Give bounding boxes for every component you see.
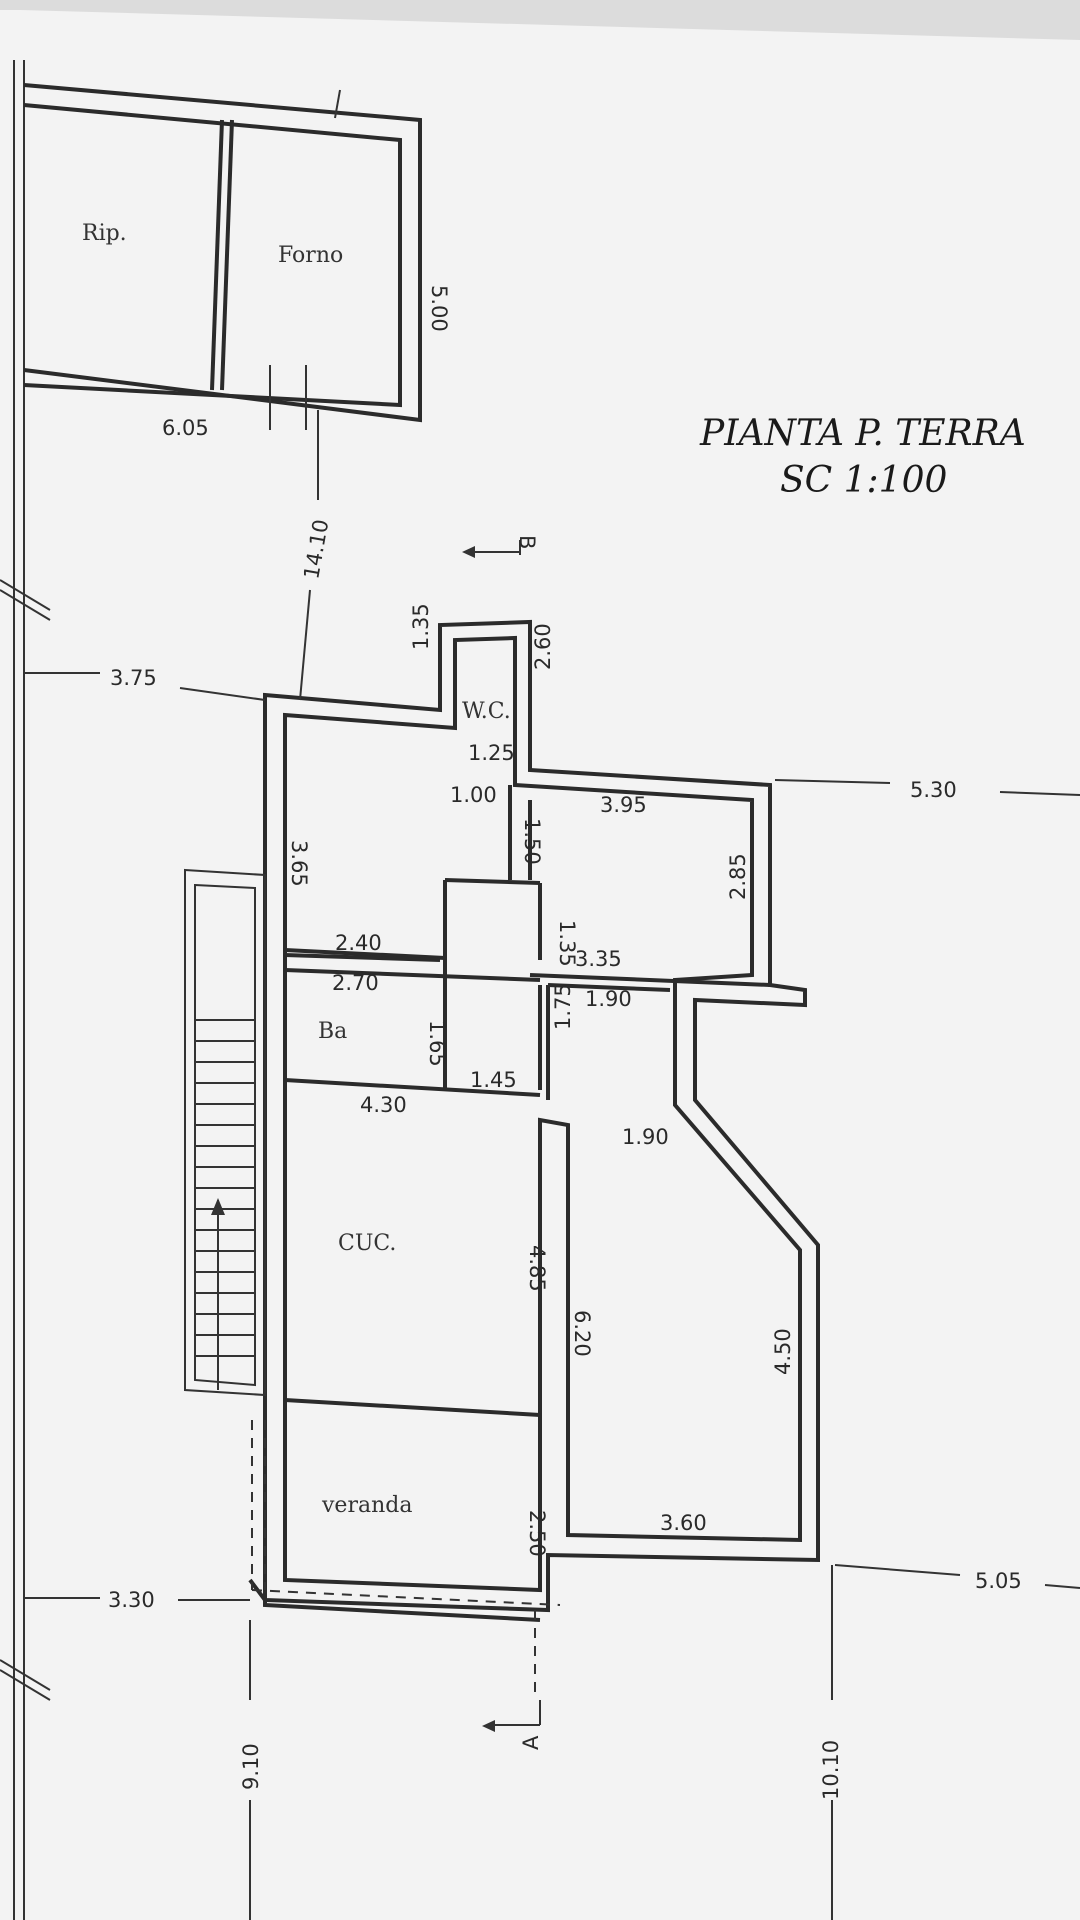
staircase bbox=[184, 868, 266, 1397]
dim-3-65: 3.65 bbox=[287, 840, 311, 887]
dim-2-40: 2.40 bbox=[335, 931, 382, 955]
break-mark bbox=[0, 1669, 51, 1701]
dim-3-60: 3.60 bbox=[660, 1511, 707, 1535]
dim-1-35: 1.35 bbox=[409, 603, 433, 650]
dim-4-50: 4.50 bbox=[771, 1328, 795, 1375]
break-mark bbox=[0, 589, 51, 621]
break-mark bbox=[0, 1659, 51, 1691]
dim-1-75: 1.75 bbox=[551, 983, 575, 1030]
dim-3-95: 3.95 bbox=[600, 793, 647, 817]
veranda-walls bbox=[248, 540, 561, 1732]
room-label-forno: Forno bbox=[278, 243, 343, 268]
dim-2-60: 2.60 bbox=[531, 623, 555, 670]
dim-5-05: 5.05 bbox=[975, 1569, 1022, 1593]
dim-1-35-b: 1.35 bbox=[555, 920, 579, 967]
dim-1-45: 1.45 bbox=[470, 1068, 517, 1092]
dim-3-30: 3.30 bbox=[108, 1588, 155, 1612]
main-building-walls bbox=[263, 619, 820, 1613]
dim-1-65: 1.65 bbox=[425, 1020, 449, 1067]
dim-2-50: 2.50 bbox=[525, 1510, 549, 1557]
section-mark-b: B bbox=[515, 535, 539, 549]
dim-4-85: 4.85 bbox=[525, 1245, 549, 1292]
dim-1-50: 1.50 bbox=[520, 818, 544, 865]
dim-6-05: 6.05 bbox=[162, 416, 209, 440]
dim-2-70: 2.70 bbox=[332, 971, 379, 995]
dim-9-10: 9.10 bbox=[239, 1743, 263, 1790]
room-label-wc: W.C. bbox=[462, 699, 511, 724]
dim-3-75: 3.75 bbox=[110, 666, 157, 690]
plan-title-line2: SC 1:100 bbox=[780, 460, 947, 501]
room-label-bagno: Ba bbox=[318, 1019, 347, 1044]
room-label-veranda: veranda bbox=[321, 1493, 412, 1518]
paper-sheet bbox=[0, 10, 1080, 1920]
outbuilding bbox=[23, 83, 422, 430]
room-label-cucina: CUC. bbox=[338, 1231, 396, 1256]
dim-1-90-b: 1.90 bbox=[622, 1125, 669, 1149]
dim-6-20: 6.20 bbox=[570, 1310, 594, 1357]
dim-3-35: 3.35 bbox=[575, 947, 622, 971]
dim-2-85: 2.85 bbox=[726, 853, 750, 900]
dim-1-00: 1.00 bbox=[450, 783, 497, 807]
dim-1-90-a: 1.90 bbox=[585, 987, 632, 1011]
room-label-rip: Rip. bbox=[82, 221, 127, 246]
dim-5-30: 5.30 bbox=[910, 778, 957, 802]
dim-1-25: 1.25 bbox=[468, 741, 515, 765]
dimension-lines bbox=[24, 410, 1080, 1920]
plan-title-line1: PIANTA P. TERRA bbox=[699, 413, 1026, 454]
section-mark-a: A bbox=[519, 1735, 543, 1750]
break-mark bbox=[0, 579, 51, 611]
dim-5-00: 5.00 bbox=[427, 285, 451, 332]
dim-4-30: 4.30 bbox=[360, 1093, 407, 1117]
dim-10-10: 10.10 bbox=[819, 1740, 843, 1800]
